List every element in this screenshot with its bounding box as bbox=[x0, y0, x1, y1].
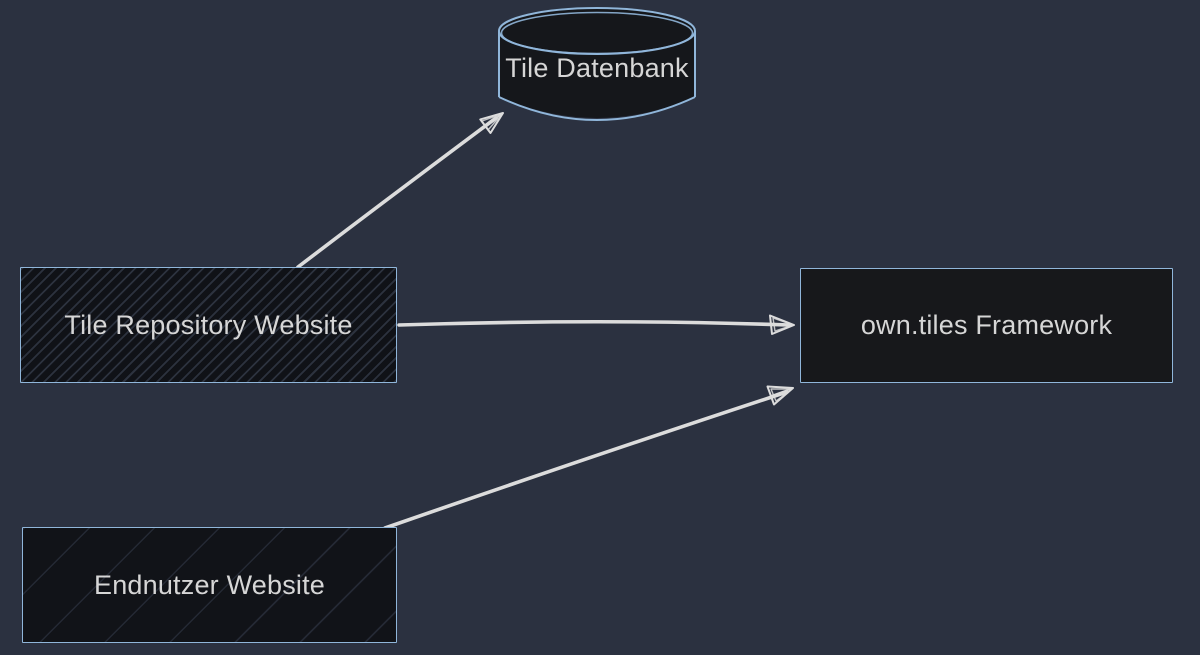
node-owntiles-framework-label: own.tiles Framework bbox=[860, 310, 1113, 340]
arrow-repository-to-framework[interactable] bbox=[397, 314, 795, 335]
node-owntiles-framework[interactable]: own.tiles Framework bbox=[800, 268, 1173, 383]
arrow-endnutzer-to-framework[interactable] bbox=[383, 385, 794, 530]
node-tile-repository-website-label: Tile Repository Website bbox=[64, 309, 353, 340]
node-tile-datenbank-label: Tile Datenbank bbox=[505, 53, 689, 83]
database-cylinder-icon[interactable] bbox=[498, 7, 696, 121]
node-endnutzer-website-label: Endnutzer Website bbox=[93, 569, 326, 600]
arrow-repository-to-datenbank[interactable] bbox=[296, 112, 504, 269]
node-endnutzer-website[interactable]: Endnutzer Website bbox=[22, 527, 397, 643]
node-tile-repository-website[interactable]: Tile Repository Website bbox=[20, 267, 397, 383]
